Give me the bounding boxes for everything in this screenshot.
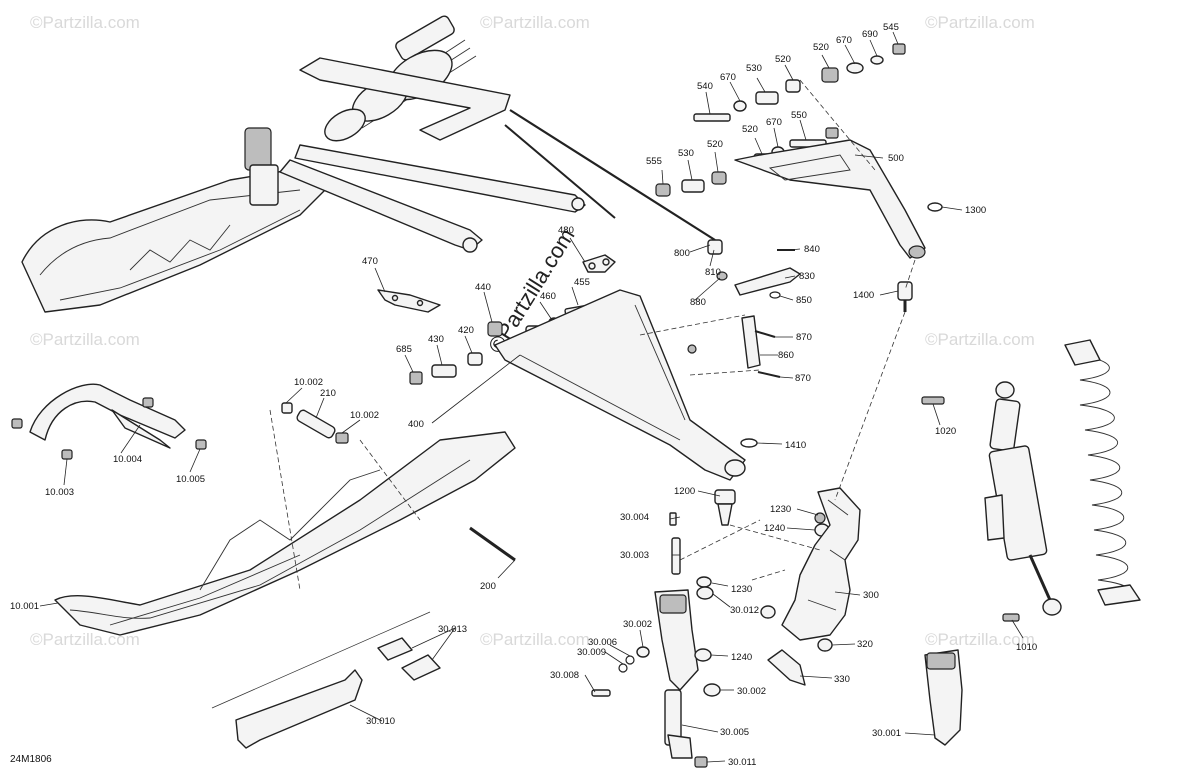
callout-labels: 545 690 670 520 530 670 540 520 520 670 … — [10, 22, 1037, 768]
callout-30-009: 30.009 — [577, 647, 606, 658]
watermark-text: ©Partzilla.com — [30, 330, 140, 349]
watermark-text: ©Partzilla.com — [30, 13, 140, 32]
callout-400: 400 — [408, 419, 424, 430]
nut — [892, 43, 906, 55]
callout-1240: 1240 — [764, 523, 785, 534]
callout-30-006: 30.006 — [588, 637, 617, 648]
callout-520: 520 — [742, 124, 758, 135]
callout-480: 480 — [558, 225, 574, 236]
callout-1230: 1230 — [731, 584, 752, 595]
callout-455: 455 — [574, 277, 590, 288]
watermark-text: ©Partzilla.com — [30, 630, 140, 649]
callout-200: 200 — [480, 581, 496, 592]
callout-30-005: 30.005 — [720, 727, 749, 738]
callout-1020: 1020 — [935, 426, 956, 437]
callout-530: 530 — [746, 63, 762, 74]
knuckle-group — [751, 487, 861, 686]
callout-880: 880 — [690, 297, 706, 308]
callout-550: 550 — [791, 110, 807, 121]
callout-1230: 1230 — [770, 504, 791, 515]
callout-30-013: 30.013 — [438, 624, 467, 635]
watermark-text: ©Partzilla.com — [480, 13, 590, 32]
callout-520: 520 — [813, 42, 829, 53]
watermark-text: ©Partzilla.com — [925, 13, 1035, 32]
callout-470: 470 — [362, 256, 378, 267]
assembled-front-suspension — [21, 15, 616, 313]
upper-a-arm-group — [509, 43, 943, 378]
callout-30-010: 30.010 — [366, 716, 395, 727]
callout-830: 830 — [799, 271, 815, 282]
callout-30-012: 30.012 — [730, 605, 759, 616]
callout-690: 690 — [862, 29, 878, 40]
knuckle — [781, 487, 861, 641]
callout-1300: 1300 — [965, 205, 986, 216]
callout-10-003: 10.003 — [45, 487, 74, 498]
callout-10-005: 10.005 — [176, 474, 205, 485]
callout-300: 300 — [863, 590, 879, 601]
callout-210: 210 — [320, 388, 336, 399]
callout-460: 460 — [540, 291, 556, 302]
callout-10-002: 10.002 — [294, 377, 323, 388]
callout-800: 800 — [674, 248, 690, 259]
upper-a-arm — [734, 139, 926, 259]
leader-lines — [39, 31, 1024, 763]
ski — [54, 431, 516, 636]
callout-320: 320 — [857, 639, 873, 650]
callout-530: 530 — [678, 148, 694, 159]
shock-group — [921, 339, 1141, 746]
callout-870: 870 — [795, 373, 811, 384]
spindle — [654, 589, 699, 691]
callout-685: 685 — [396, 344, 412, 355]
spindle-group — [591, 512, 721, 768]
callout-860: 860 — [778, 350, 794, 361]
callout-850: 850 — [796, 295, 812, 306]
watermark-text: ©Partzilla.com — [480, 630, 590, 649]
callout-555: 555 — [646, 156, 662, 167]
callout-30-004: 30.004 — [620, 512, 649, 523]
callout-1240: 1240 — [731, 652, 752, 663]
callout-10-001: 10.001 — [10, 601, 39, 612]
callout-430: 430 — [428, 334, 444, 345]
callout-670: 670 — [766, 117, 782, 128]
callout-30-002: 30.002 — [623, 619, 652, 630]
callout-500: 500 — [888, 153, 904, 164]
diagram-code: 24M1806 — [10, 754, 52, 765]
callout-1200: 1200 — [674, 486, 695, 497]
callout-330: 330 — [834, 674, 850, 685]
callout-545: 545 — [883, 22, 899, 33]
callout-870: 870 — [796, 332, 812, 343]
watermark-text: ©Partzilla.com — [925, 630, 1035, 649]
lower-a-arm — [494, 289, 746, 481]
callout-440: 440 — [475, 282, 491, 293]
callout-840: 840 — [804, 244, 820, 255]
callout-10-002: 10.002 — [350, 410, 379, 421]
callout-520: 520 — [775, 54, 791, 65]
lower-a-arm-group — [377, 289, 758, 526]
callout-10-004: 10.004 — [113, 454, 142, 465]
callout-1410: 1410 — [785, 440, 806, 451]
callout-670: 670 — [836, 35, 852, 46]
assembly-lines — [269, 79, 916, 591]
callout-30-003: 30.003 — [620, 550, 649, 561]
callout-30-002: 30.002 — [737, 686, 766, 697]
ski-group — [54, 402, 516, 749]
callout-670: 670 — [720, 72, 736, 83]
callout-420: 420 — [458, 325, 474, 336]
callout-520: 520 — [707, 139, 723, 150]
callout-810: 810 — [705, 267, 721, 278]
watermark-text: ©Partzilla.com — [925, 330, 1035, 349]
callout-30-001: 30.001 — [872, 728, 901, 739]
plate-470 — [377, 289, 441, 313]
callout-1010: 1010 — [1016, 642, 1037, 653]
callout-540: 540 — [697, 81, 713, 92]
callout-30-011: 30.011 — [728, 757, 756, 768]
callout-1400: 1400 — [853, 290, 874, 301]
ski-handle-group — [11, 383, 207, 460]
callout-30-008: 30.008 — [550, 670, 579, 681]
